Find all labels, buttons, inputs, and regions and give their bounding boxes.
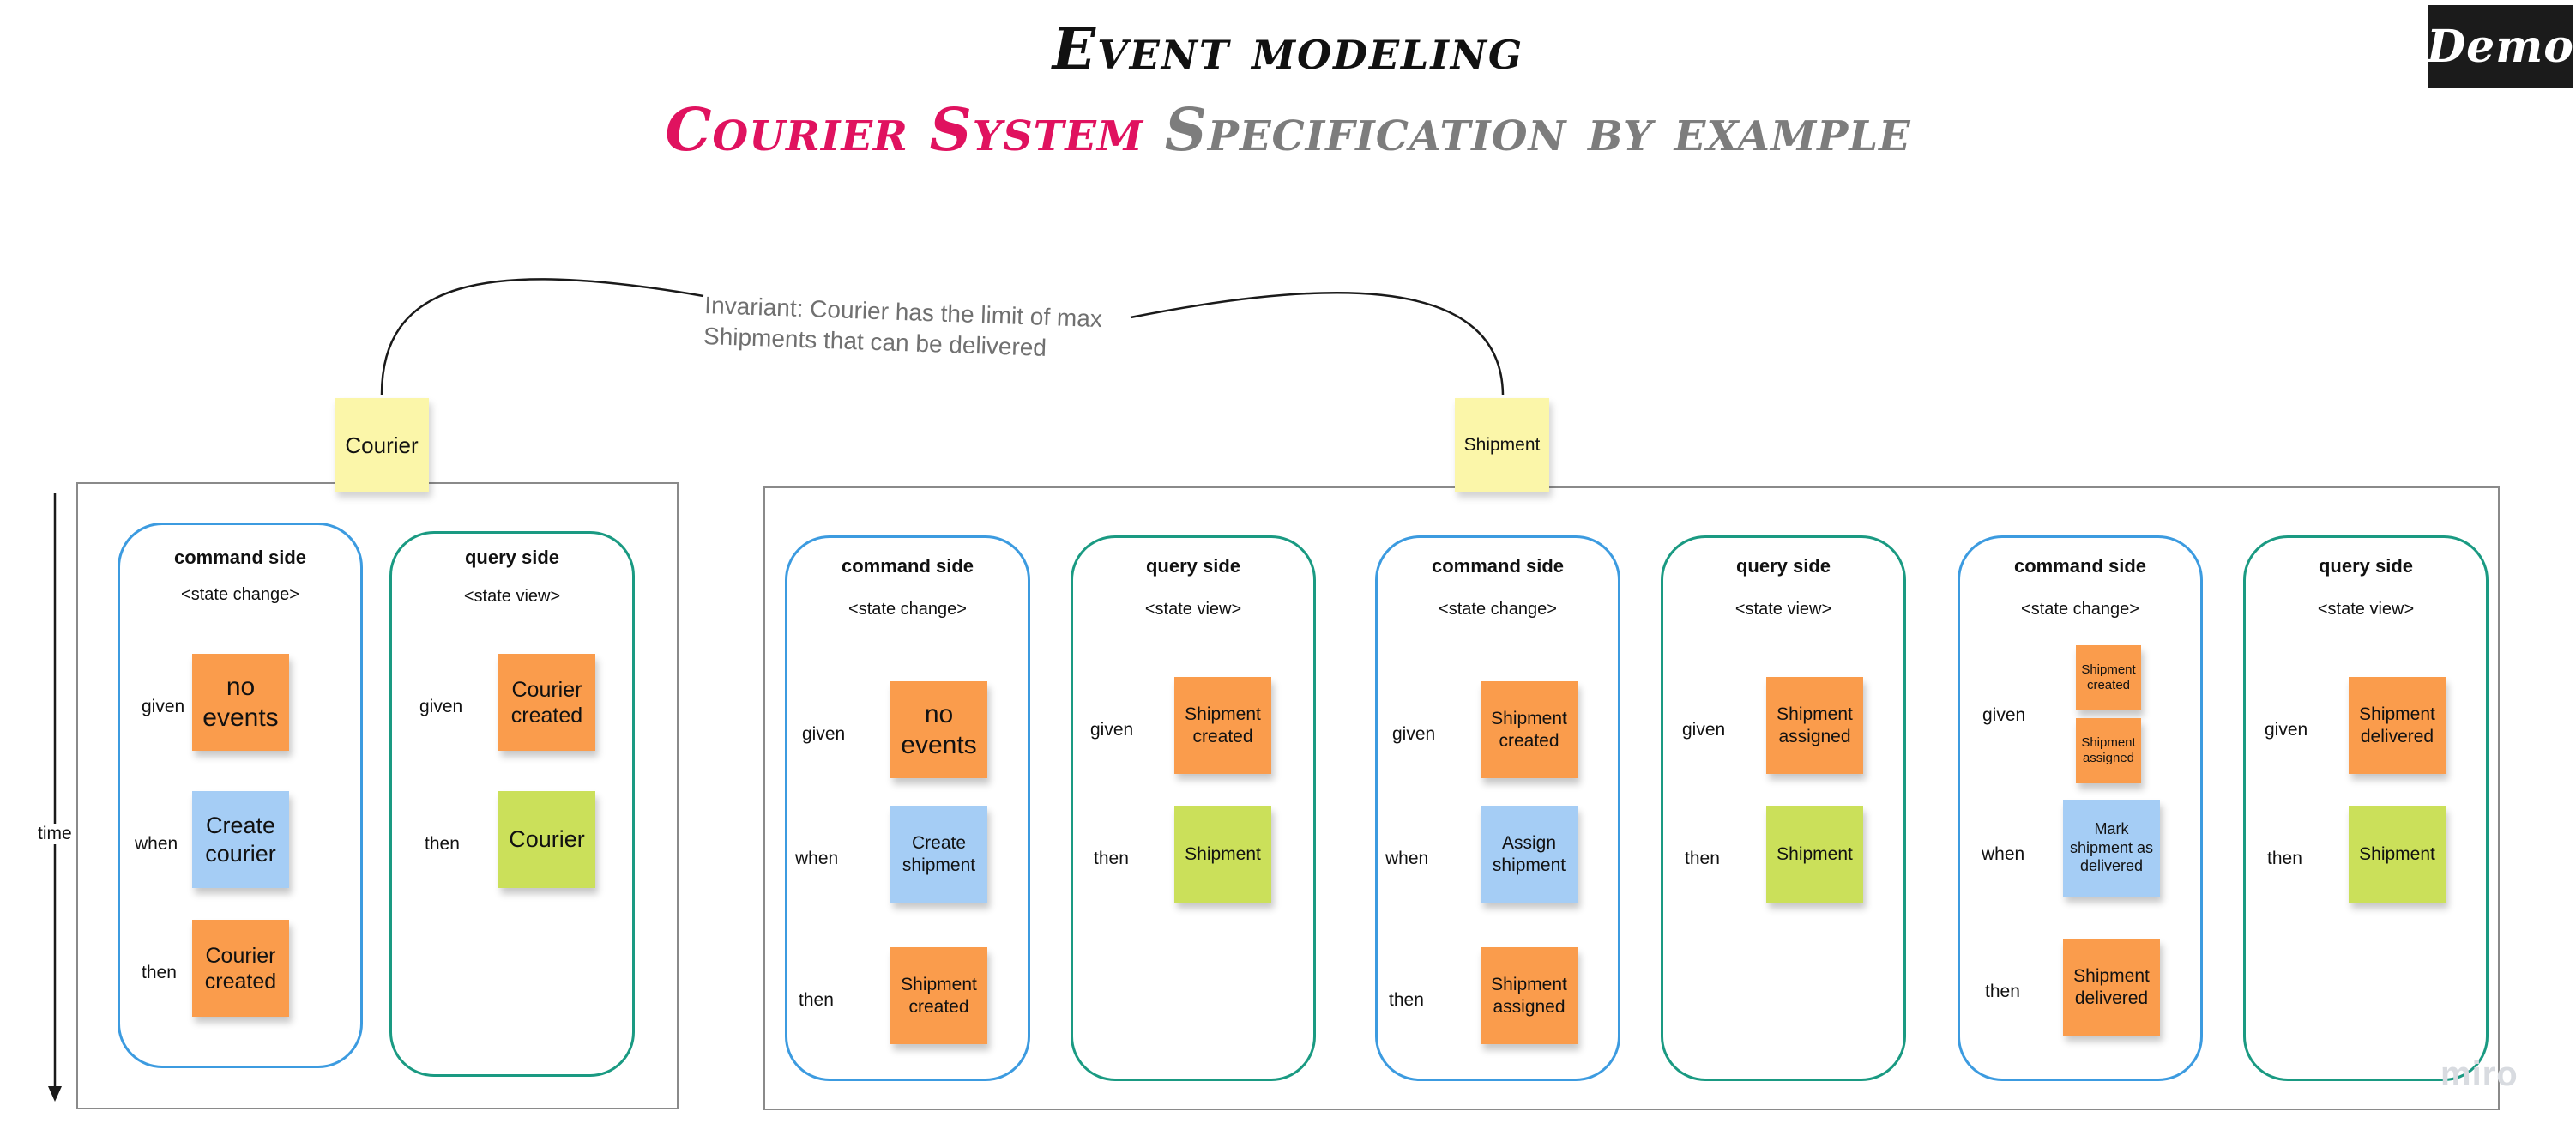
- column-subheading: <state view>: [463, 587, 561, 606]
- demo-badge: Demo: [2427, 5, 2573, 88]
- read-model-sticky[interactable]: Shipment: [1766, 806, 1863, 903]
- column-heading: command side: [2013, 555, 2147, 577]
- shipment-query-column-3: query side <state view> given Shipment d…: [2243, 535, 2489, 1081]
- shipment-command-column-2: command side <state change> given Shipme…: [1375, 535, 1620, 1081]
- when-label: when: [795, 849, 839, 868]
- subtitle-rest: Specification by example: [1164, 96, 1911, 165]
- given-label: given: [2265, 720, 2308, 740]
- column-subheading: <state change>: [2021, 600, 2139, 619]
- column-heading: command side: [841, 555, 974, 577]
- column-heading: command side: [173, 547, 307, 568]
- shipment-aggregate-sticky[interactable]: Shipment: [1455, 398, 1549, 492]
- read-model-sticky[interactable]: Courier: [498, 791, 595, 888]
- then-label: then: [1094, 849, 1129, 868]
- given-event-sticky[interactable]: Shipment delivered: [2349, 677, 2446, 774]
- given-label: given: [802, 724, 846, 744]
- read-model-sticky[interactable]: Shipment: [1174, 806, 1271, 903]
- given-event-sticky-2[interactable]: Shipment assigned: [2076, 718, 2141, 783]
- given-label: given: [1392, 724, 1436, 744]
- when-label: when: [135, 834, 178, 854]
- time-axis-label: time: [36, 824, 74, 844]
- read-model-sticky[interactable]: Shipment: [2349, 806, 2446, 903]
- given-label: given: [1982, 705, 2026, 725]
- shipment-command-column-3: command side <state change> given Shipme…: [1958, 535, 2203, 1081]
- then-label: then: [2267, 849, 2302, 868]
- given-event-sticky[interactable]: Shipment created: [1481, 681, 1578, 778]
- given-event-sticky[interactable]: no events: [890, 681, 987, 778]
- given-event-sticky-1[interactable]: Shipment created: [2076, 645, 2141, 710]
- shipment-query-column-1: query side <state view> given Shipment c…: [1071, 535, 1316, 1081]
- shipment-frame: [763, 486, 2500, 1110]
- then-label: then: [799, 990, 834, 1010]
- command-sticky[interactable]: Mark shipment as delivered: [2063, 800, 2160, 897]
- column-subheading: <state change>: [1439, 600, 1557, 619]
- given-event-sticky[interactable]: Shipment assigned: [1766, 677, 1863, 774]
- given-label: given: [1090, 720, 1134, 740]
- column-subheading: <state view>: [1144, 600, 1242, 619]
- invariant-connector-left: [380, 278, 704, 396]
- then-event-sticky[interactable]: Shipment assigned: [1481, 947, 1578, 1044]
- column-subheading: <state change>: [848, 600, 967, 619]
- page-title: Event modeling: [1052, 15, 1524, 82]
- then-event-sticky[interactable]: Courier created: [192, 920, 289, 1017]
- then-label: then: [142, 963, 177, 982]
- page-subtitle: Courier System Specification by example: [0, 96, 2576, 165]
- then-label: then: [1685, 849, 1720, 868]
- column-heading: query side: [1145, 555, 1241, 577]
- command-sticky[interactable]: Assign shipment: [1481, 806, 1578, 903]
- column-subheading: <state view>: [2317, 600, 2415, 619]
- column-subheading: <state view>: [1734, 600, 1832, 619]
- given-label: given: [419, 697, 463, 716]
- time-axis-arrowhead: [48, 1086, 62, 1102]
- miro-watermark: miro: [2440, 1055, 2519, 1093]
- then-label: then: [425, 834, 460, 854]
- given-event-sticky[interactable]: no events: [192, 654, 289, 751]
- when-label: when: [1982, 844, 2025, 864]
- given-event-sticky[interactable]: Courier created: [498, 654, 595, 751]
- invariant-connector-right: [1130, 291, 1505, 396]
- courier-command-column: command side <state change> given no eve…: [118, 523, 363, 1068]
- given-label: given: [142, 697, 185, 716]
- then-event-sticky[interactable]: Shipment delivered: [2063, 939, 2160, 1036]
- then-label: then: [1389, 990, 1424, 1010]
- shipment-query-column-2: query side <state view> given Shipment a…: [1661, 535, 1906, 1081]
- given-label: given: [1682, 720, 1726, 740]
- courier-query-column: query side <state view> given Courier cr…: [389, 531, 635, 1077]
- when-label: when: [1385, 849, 1429, 868]
- command-sticky[interactable]: Create shipment: [890, 806, 987, 903]
- column-heading: query side: [2318, 555, 2414, 577]
- command-sticky[interactable]: Create courier: [192, 791, 289, 888]
- given-event-sticky[interactable]: Shipment created: [1174, 677, 1271, 774]
- then-event-sticky[interactable]: Shipment created: [890, 947, 987, 1044]
- courier-aggregate-sticky[interactable]: Courier: [335, 398, 429, 492]
- shipment-command-column-1: command side <state change> given no eve…: [785, 535, 1030, 1081]
- subtitle-accent: Courier System: [665, 96, 1144, 165]
- column-heading: query side: [464, 547, 560, 568]
- column-heading: command side: [1431, 555, 1565, 577]
- then-label: then: [1985, 982, 2020, 1001]
- column-subheading: <state change>: [181, 585, 299, 604]
- column-heading: query side: [1735, 555, 1831, 577]
